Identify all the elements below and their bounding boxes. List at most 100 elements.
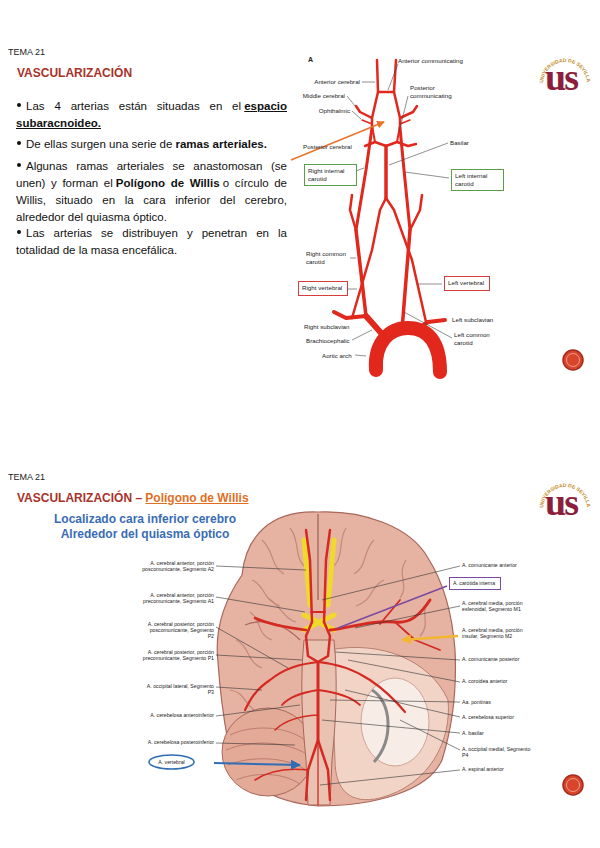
artery-label: A. cerebelosa posteroinferior <box>142 739 214 745</box>
artery-label: A. coroidea anterior <box>462 678 536 684</box>
insular-arrow <box>402 636 458 640</box>
artery-label: Aortic arch <box>322 352 352 360</box>
artery-diagram <box>366 316 382 334</box>
brain-illustration <box>226 743 308 755</box>
leader-lines <box>388 64 398 90</box>
logo-letters: us <box>545 483 577 521</box>
leader-lines <box>320 770 460 785</box>
artery-diagram <box>384 146 388 198</box>
leader-lines <box>347 96 355 106</box>
leader-lines <box>322 720 460 733</box>
brain-illustration <box>230 728 305 740</box>
box-label: Right internal carotid <box>308 167 352 182</box>
paragraph-text: VASCULARIZACIÓN – <box>17 491 142 505</box>
box-label: Right vertebral <box>302 284 344 292</box>
artery-label: A. cerebelosa anteroinferior <box>142 712 214 718</box>
brain-illustration <box>400 560 406 598</box>
bullet-dot <box>17 103 21 107</box>
artery-diagram <box>376 328 440 372</box>
paragraph-text: ramas arteriales. <box>176 138 267 150</box>
logo-letters: us <box>545 58 577 96</box>
artery-diagram <box>410 195 422 230</box>
brain-illustration <box>317 662 320 740</box>
leader-lines <box>355 355 366 356</box>
brain-illustration <box>311 611 325 613</box>
leader-lines <box>345 690 460 717</box>
box-label: Left vertebral <box>448 279 486 287</box>
brain-illustration <box>306 530 330 622</box>
paragraph-text: Las 4 arterias están situadas en el <box>26 100 241 112</box>
artery-label: Right subclavian <box>304 323 349 331</box>
artery-label: Right common carotid <box>306 250 350 265</box>
nav-button <box>567 354 580 367</box>
topic-number: TEMA 21 <box>8 47 45 58</box>
leader-lines <box>352 330 372 340</box>
leader-lines <box>216 655 302 660</box>
brain-illustration <box>236 640 262 668</box>
bullet-paragraph: Algunas ramas arteriales se anastomosan … <box>16 157 287 225</box>
leader-lines <box>350 258 356 259</box>
artery-label: A. occipital medial, Segmento P4 <box>462 746 536 758</box>
artery-label: Aa. pontinas <box>462 699 536 705</box>
artery-label: A. cerebelosa superior <box>462 714 536 720</box>
paragraph-text: Las arterias se distribuyen y penetran e… <box>16 227 287 256</box>
leader-lines <box>389 143 448 165</box>
carotid-pointer <box>338 586 447 628</box>
leader-lines <box>216 597 305 612</box>
artery-diagram <box>386 198 426 322</box>
leader-lines <box>400 720 460 750</box>
bullet-dot <box>17 141 21 145</box>
artery-diagram <box>372 92 400 128</box>
slide-heading: VASCULARIZACIÓN <box>17 66 132 81</box>
leader-lines <box>216 566 306 570</box>
leader-lines <box>347 64 452 356</box>
artery-label: Middle cerebral <box>300 92 345 100</box>
paragraph-text: Polígono de Willis <box>116 177 220 189</box>
subtitle-note: Localizado cara inferior cerebro <box>30 512 260 527</box>
brain-illustration <box>252 580 280 606</box>
brain-illustration <box>361 678 429 766</box>
box-label: A. carótida interna <box>453 580 497 586</box>
leader-lines <box>418 284 442 285</box>
bullet-paragraph: Las 4 arterias están situadas en elespac… <box>16 97 287 131</box>
artery-label: A. cerebral posterior, porción precomuni… <box>142 649 214 661</box>
brain-illustration <box>282 690 360 705</box>
artery-label: A. basilar <box>462 730 536 736</box>
brain-illustration <box>306 622 330 662</box>
leader-lines <box>399 96 408 132</box>
nav-button <box>567 779 580 792</box>
brain-illustration <box>356 580 384 606</box>
logo-arc: UNIVERSIDAD DE SEVILLAUNIVERSIDAD DE SEV… <box>538 57 592 508</box>
artery-diagram <box>350 195 356 230</box>
nav-button <box>563 350 583 370</box>
brain-illustration <box>236 774 300 784</box>
leader-lines <box>404 312 452 338</box>
brain-illustration <box>318 662 405 712</box>
highlight-box: Right internal carotid <box>304 164 357 186</box>
brain-illustration <box>217 512 455 806</box>
brain-illustration <box>255 618 306 630</box>
highlight-ellipse: A. vertebral <box>148 754 195 770</box>
artery-diagram <box>362 120 410 124</box>
box-label: Left internal carotid <box>455 172 499 187</box>
ellipse-outline <box>149 755 194 769</box>
slide-heading: VASCULARIZACIÓN –Polígono de Willis <box>17 489 467 506</box>
artery-label: A. cerebral media, porción insular, Segm… <box>462 627 536 639</box>
artery-diagram <box>372 126 400 142</box>
artery-label: A. cerebral anterior, porción poscomunic… <box>142 560 214 572</box>
brain-illustration <box>255 769 308 780</box>
artery-label: A. comunicante posterior <box>462 656 536 662</box>
artery-label: A. cerebral media, porción esfenoidal, S… <box>462 600 536 612</box>
nav-button <box>563 350 583 370</box>
highlight-box: A. carótida interna <box>449 577 501 590</box>
artery-label: A. cerebral anterior, porción precomunic… <box>142 592 214 604</box>
subtitle-note: Alrededor del quiasma óptico <box>30 527 260 542</box>
brain-illustration <box>245 662 318 710</box>
artery-label: A. espinal anterior <box>462 766 536 772</box>
artery-label: Left common carotid <box>454 331 498 346</box>
leader-lines <box>216 743 295 745</box>
artery-label: A. cerebral posterior, porción poscomuni… <box>142 621 214 639</box>
leader-lines <box>355 606 460 628</box>
artery-label: Ophthalmic <box>300 107 350 115</box>
